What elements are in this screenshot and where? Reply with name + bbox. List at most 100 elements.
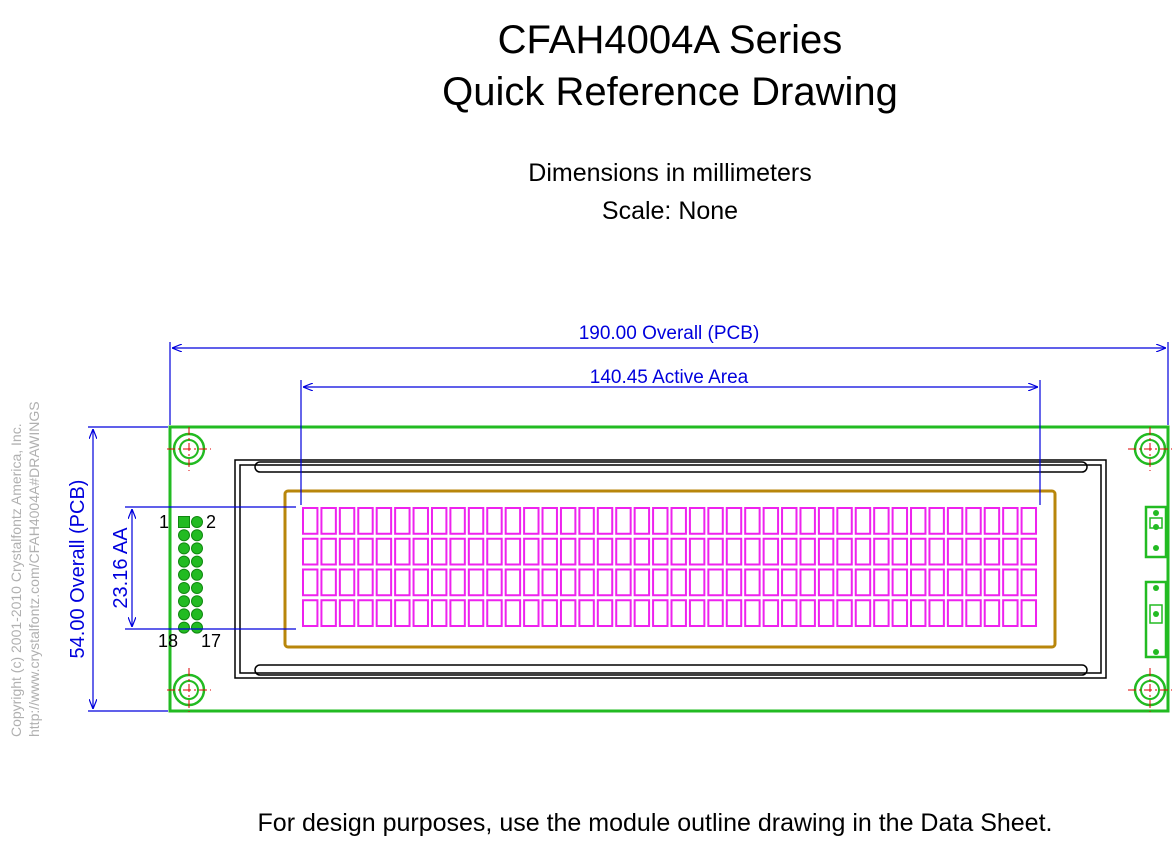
pin-pad xyxy=(191,595,203,608)
character-cell xyxy=(394,507,411,535)
character-cell xyxy=(891,599,909,627)
character-cell xyxy=(633,537,651,566)
scale-note: Scale: None xyxy=(601,197,739,225)
character-cell xyxy=(928,568,945,597)
drawing-title-line1: CFAH4004A Series xyxy=(497,18,843,62)
character-cell xyxy=(578,599,595,627)
pin-pad xyxy=(191,621,203,634)
character-cell xyxy=(910,599,927,627)
character-cell xyxy=(965,507,982,535)
character-cell xyxy=(596,507,614,535)
character-cell xyxy=(781,507,798,535)
character-cell xyxy=(946,507,964,535)
character-cell xyxy=(320,537,337,566)
character-cell xyxy=(615,568,632,597)
character-cell xyxy=(928,507,945,535)
character-cell xyxy=(430,568,448,597)
character-cell xyxy=(854,599,872,627)
character-cell xyxy=(744,599,761,627)
character-cell xyxy=(375,507,393,535)
pin-pad xyxy=(191,568,203,581)
character-cell xyxy=(412,537,429,566)
mounting-hole xyxy=(167,668,211,712)
character-cell xyxy=(357,537,374,566)
character-cell xyxy=(946,537,964,566)
character-cell xyxy=(320,568,337,597)
right-connector-upper xyxy=(1144,505,1168,559)
overall-width-dimension xyxy=(169,342,1169,425)
active-area-border xyxy=(283,489,1057,649)
character-cell xyxy=(633,599,651,627)
character-cell xyxy=(1020,507,1038,535)
character-cell xyxy=(725,568,743,597)
character-cell xyxy=(910,537,927,566)
character-cell xyxy=(836,568,853,597)
character-cell xyxy=(1002,599,1019,627)
character-cell xyxy=(541,599,558,627)
character-cell xyxy=(983,537,1001,566)
character-cell xyxy=(725,599,743,627)
character-cell xyxy=(946,568,964,597)
character-cell xyxy=(559,599,577,627)
pin-1-square-pad xyxy=(178,516,190,528)
character-cell xyxy=(652,507,669,535)
mounting-holes xyxy=(167,427,1172,712)
pin-pad xyxy=(178,542,190,555)
character-cell xyxy=(670,599,687,627)
active-width-dimension xyxy=(300,380,1041,505)
character-cell xyxy=(725,537,743,566)
character-cell xyxy=(799,568,816,597)
character-cell xyxy=(541,507,558,535)
character-cell xyxy=(670,507,687,535)
character-cell xyxy=(578,507,595,535)
character-cell xyxy=(910,507,927,535)
right-connector-lower xyxy=(1144,580,1168,659)
character-cell xyxy=(891,537,909,566)
character-cell xyxy=(394,537,411,566)
pin-label-2: 2 xyxy=(206,512,216,532)
character-cell xyxy=(965,599,982,627)
character-cell xyxy=(781,537,798,566)
character-cell xyxy=(928,537,945,566)
character-cell xyxy=(873,568,890,597)
character-cell xyxy=(412,599,429,627)
character-cell xyxy=(817,537,835,566)
character-cell xyxy=(504,507,522,535)
character-cell xyxy=(854,568,872,597)
character-cell xyxy=(873,507,890,535)
character-cell xyxy=(928,599,945,627)
character-cell xyxy=(559,507,577,535)
character-cell xyxy=(965,537,982,566)
pin-pad xyxy=(178,608,190,621)
character-cell xyxy=(302,599,319,627)
character-cell xyxy=(762,537,780,566)
character-cell xyxy=(670,537,687,566)
character-cell xyxy=(357,599,374,627)
character-cell xyxy=(375,537,393,566)
character-cell xyxy=(504,568,522,597)
character-cell xyxy=(652,568,669,597)
character-cell xyxy=(449,599,466,627)
mounting-hole xyxy=(1128,427,1172,471)
character-cell xyxy=(486,568,503,597)
pin-label-17: 17 xyxy=(201,631,221,651)
character-cell xyxy=(762,507,780,535)
character-cell xyxy=(781,599,798,627)
character-cell xyxy=(707,568,724,597)
character-cell xyxy=(1002,507,1019,535)
character-cell xyxy=(744,537,761,566)
character-cell xyxy=(596,568,614,597)
character-cell xyxy=(541,537,558,566)
character-cell xyxy=(1002,537,1019,566)
character-cell xyxy=(836,537,853,566)
character-cell xyxy=(578,537,595,566)
character-cell xyxy=(504,599,522,627)
character-cell xyxy=(412,507,429,535)
character-cell xyxy=(1002,568,1019,597)
character-cell xyxy=(817,599,835,627)
pin-label-18: 18 xyxy=(158,631,178,651)
character-cell xyxy=(338,507,356,535)
character-cell xyxy=(744,568,761,597)
character-cell xyxy=(430,537,448,566)
character-cell xyxy=(320,599,337,627)
